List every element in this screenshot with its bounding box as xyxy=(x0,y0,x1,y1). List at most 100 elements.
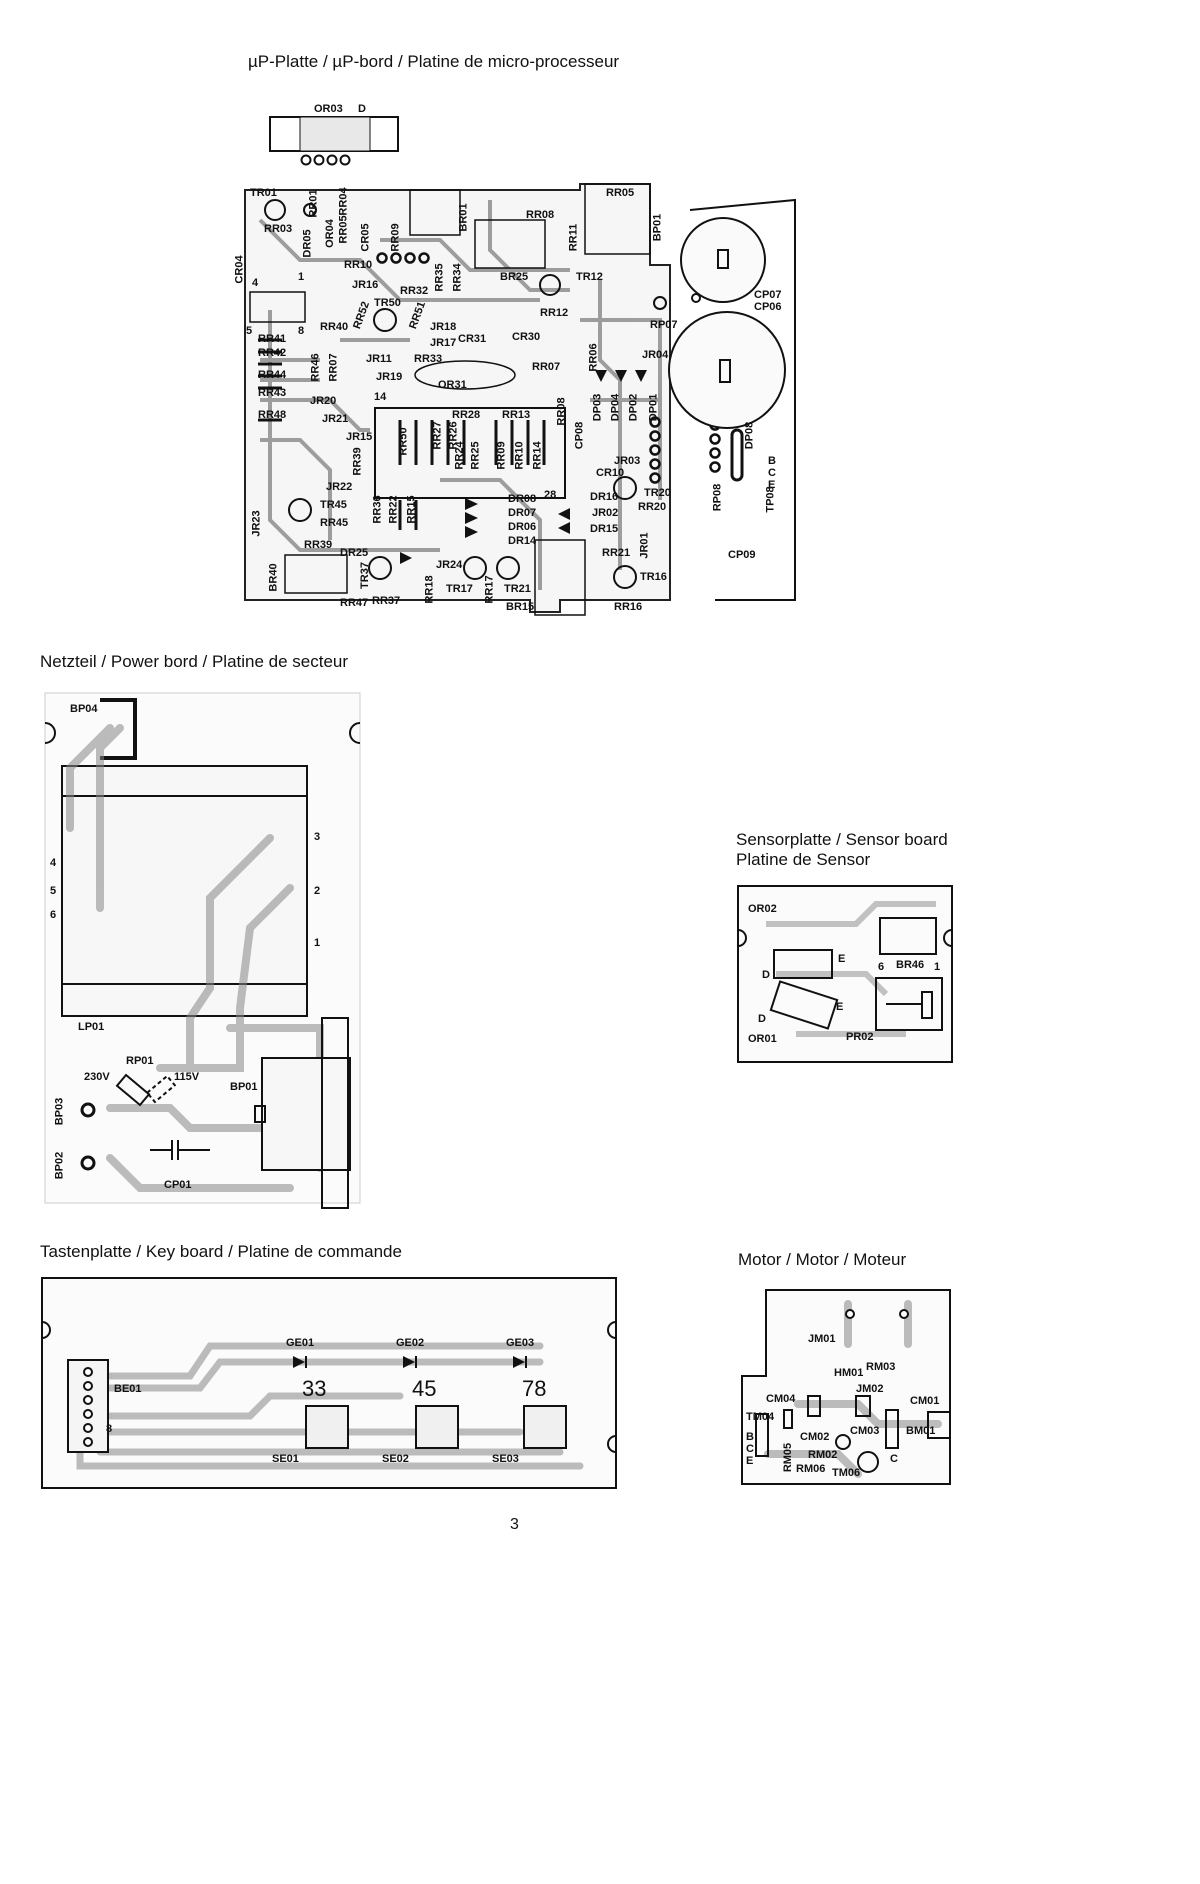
motor-label-e: E xyxy=(746,1455,754,1467)
power-label-pin5: 5 xyxy=(50,885,57,897)
motor-label-c2: C xyxy=(890,1453,898,1465)
up-label-jr21: JR21 xyxy=(322,413,349,425)
up-label-rr18: RR18 xyxy=(423,575,436,604)
up-label-rr32: RR32 xyxy=(400,285,429,297)
power-label-lp01: LP01 xyxy=(78,1021,105,1033)
up-board-diagram: OR03 D TR01 RR01 RR03 RR04 RR05 CR05 OR0… xyxy=(234,100,800,620)
up-label-pin4: 4 xyxy=(252,277,259,289)
up-label-rr17: RR17 xyxy=(483,575,496,604)
up-label-cr31: CR31 xyxy=(458,333,487,345)
up-label-rr05b: RR05 xyxy=(606,187,635,199)
key-value-45: 45 xyxy=(412,1376,437,1401)
up-label-tr12: TR12 xyxy=(576,271,603,283)
motor-label-rm05: RM05 xyxy=(782,1442,795,1473)
up-label-dr08: DR08 xyxy=(508,493,537,505)
up-label-rr15: RR15 xyxy=(405,495,418,524)
up-label-rr10b: RR10 xyxy=(513,441,526,470)
motor-label-tm04: TM04 xyxy=(746,1411,775,1423)
up-label-rr25: RR25 xyxy=(469,441,482,470)
sensor-label-d1: D xyxy=(762,969,770,981)
power-label-rp01: RP01 xyxy=(126,1055,154,1067)
up-label-bp01: BP01 xyxy=(651,213,664,242)
up-label-rr16: RR16 xyxy=(614,601,643,613)
up-label-d: D xyxy=(358,103,366,115)
power-label-bp04: BP04 xyxy=(70,703,98,715)
up-board-pcb xyxy=(244,116,796,616)
up-label-cp08: CP08 xyxy=(573,421,586,450)
up-label-pin1: 1 xyxy=(298,271,305,283)
power-label-bp01: BP01 xyxy=(230,1081,258,1093)
up-label-jr23: JR23 xyxy=(250,510,263,537)
motor-label-bm01: BM01 xyxy=(906,1425,936,1437)
power-label-cp01: CP01 xyxy=(164,1179,192,1191)
up-label-rr44: RR44 xyxy=(258,369,287,381)
sensor-board-title-line2: Platine de Sensor xyxy=(736,850,871,869)
up-label-cr05: CR05 xyxy=(359,223,372,252)
up-label-dr14: DR14 xyxy=(508,535,537,547)
up-label-tr20: TR20 xyxy=(644,487,671,499)
up-label-rr12: RR12 xyxy=(540,307,569,319)
sensor-label-br46: BR46 xyxy=(896,959,925,971)
up-label-pin8: 8 xyxy=(298,325,305,337)
up-label-rr06: RR06 xyxy=(587,343,600,372)
motor-label-jm02: JM02 xyxy=(856,1383,884,1395)
up-label-rr43: RR43 xyxy=(258,387,287,399)
up-label-tr45: TR45 xyxy=(320,499,347,511)
key-label-pin8: 8 xyxy=(106,1423,113,1435)
sensor-label-e2: E xyxy=(836,1001,844,1013)
key-label-be01: BE01 xyxy=(114,1383,142,1395)
power-label-230v: 230V xyxy=(84,1071,110,1083)
motor-label-c1: C xyxy=(746,1443,754,1455)
key-label-se01: SE01 xyxy=(272,1453,299,1465)
up-label-jr18: JR18 xyxy=(430,321,457,333)
key-value-33: 33 xyxy=(302,1376,327,1401)
up-label-jr19: JR19 xyxy=(376,371,403,383)
up-label-dp08: DP08 xyxy=(743,421,756,450)
up-label-jr16: JR16 xyxy=(352,279,379,291)
up-label-rr35: RR35 xyxy=(433,263,446,292)
up-label-cp09: CP09 xyxy=(728,549,756,561)
up-label-or31: OR31 xyxy=(438,379,467,391)
motor-label-tm06: TM06 xyxy=(832,1467,861,1479)
motor-label-cm02: CM02 xyxy=(800,1431,830,1443)
up-label-dr16: DR16 xyxy=(590,491,619,503)
up-label-rr04: RR04 xyxy=(337,187,350,216)
up-label-br01: BR01 xyxy=(457,203,470,232)
motor-label-cm01: CM01 xyxy=(910,1395,940,1407)
sensor-label-or02: OR02 xyxy=(748,903,777,915)
sensor-label-or01: OR01 xyxy=(748,1033,777,1045)
up-label-b: B xyxy=(768,455,776,467)
up-label-cp07: CP07 xyxy=(754,289,782,301)
up-label-rr08a: RR08 xyxy=(526,209,555,221)
up-label-jr04: JR04 xyxy=(642,349,669,361)
power-label-pin2: 2 xyxy=(314,885,321,897)
sensor-label-d2: D xyxy=(758,1013,766,1025)
power-label-115v: 115V xyxy=(174,1071,200,1083)
up-label-c: C xyxy=(768,467,776,479)
up-label-rr01: RR01 xyxy=(307,189,320,218)
up-label-jr03: JR03 xyxy=(614,455,641,467)
key-board-pcb xyxy=(41,1277,617,1489)
sensor-board-title-line1: Sensorplatte / Sensor board xyxy=(736,830,948,849)
motor-label-rm03: RM03 xyxy=(866,1361,896,1373)
up-label-rr34: RR34 xyxy=(451,263,464,292)
up-label-dr25: DR25 xyxy=(340,547,369,559)
up-label-dr06: DR06 xyxy=(508,521,537,533)
up-label-rr14: RR14 xyxy=(531,441,544,470)
up-label-tr16: TR16 xyxy=(640,571,667,583)
motor-label-hm01: HM01 xyxy=(834,1367,864,1379)
up-label-rr03: RR03 xyxy=(264,223,293,235)
up-label-rp07: RP07 xyxy=(650,319,678,331)
power-label-bp02: BP02 xyxy=(53,1151,66,1180)
motor-board-pcb xyxy=(741,1289,951,1485)
up-label-rr47: RR47 xyxy=(340,597,369,609)
up-label-rr08b: RR08 xyxy=(555,397,568,426)
up-label-pin28: 28 xyxy=(544,489,557,501)
key-label-se02: SE02 xyxy=(382,1453,409,1465)
up-label-dp04: DP04 xyxy=(609,393,622,422)
up-label-cr04: CR04 xyxy=(233,255,246,284)
sensor-label-pin1: 1 xyxy=(934,961,941,973)
up-label-rr05a: RR05 xyxy=(337,215,350,244)
up-label-rr45: RR45 xyxy=(320,517,349,529)
up-label-jr15: JR15 xyxy=(346,431,373,443)
